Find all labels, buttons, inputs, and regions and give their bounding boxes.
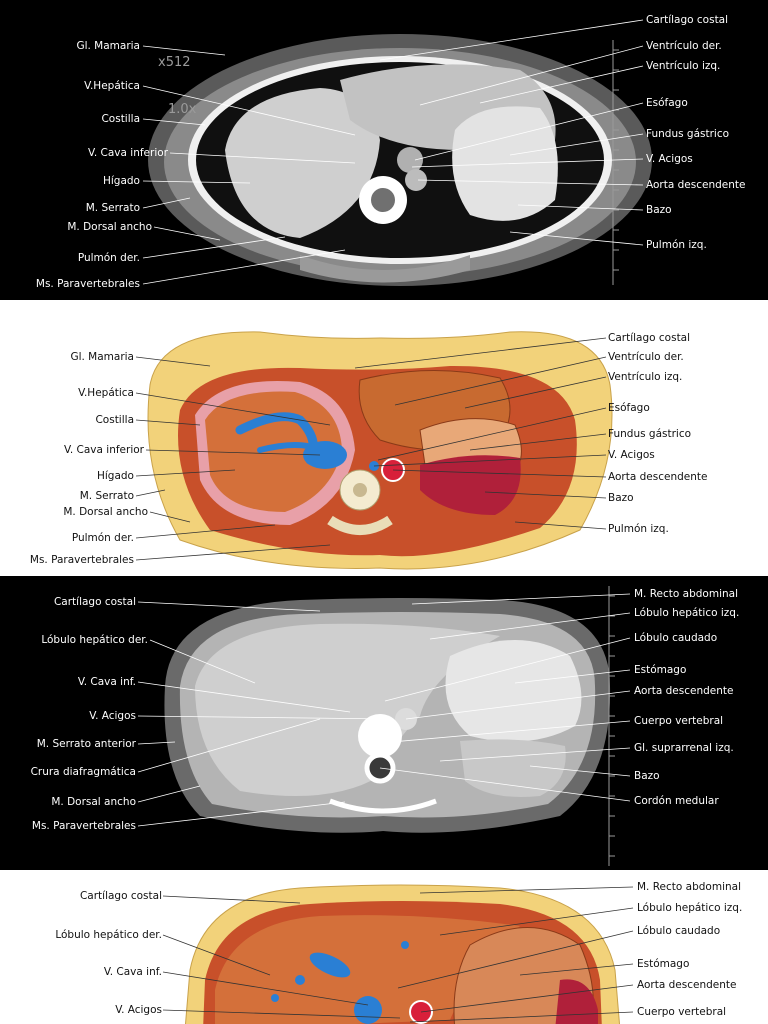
label-v-acigos: V. Acigos	[646, 153, 693, 165]
label-lobulo-hepatico-der: Lóbulo hepático der.	[55, 929, 162, 941]
zoom-readout: x512	[158, 55, 191, 70]
label-pulmon-izq: Pulmón izq.	[608, 523, 669, 535]
label-ventriculo-izq: Ventrículo izq.	[608, 371, 683, 383]
illustration-panel-upper: Gl. Mamaria V.Hepática Costilla V. Cava …	[0, 300, 768, 576]
label-m-serrato-anterior: M. Serrato anterior	[36, 738, 136, 750]
label-crura-diafragmatica: Crura diafragmática	[30, 766, 136, 778]
label-lobulo-caudado: Lóbulo caudado	[634, 632, 718, 644]
ct-panel-upper: x512 1.0x Gl. Mamaria V.Hepática Costill…	[0, 0, 768, 300]
label-aorta-descendente: Aorta descendente	[637, 979, 737, 991]
label-aorta-descendente: Aorta descendente	[634, 685, 734, 697]
label-gl-suprarrenal-izq: Gl. suprarrenal izq.	[634, 742, 734, 754]
label-costilla: Costilla	[101, 113, 140, 125]
label-m-recto-abdominal: M. Recto abdominal	[637, 881, 742, 893]
label-cartilago-costal: Cartílago costal	[79, 890, 162, 902]
label-m-dorsal-ancho: M. Dorsal ancho	[67, 221, 152, 233]
label-estomago: Estómago	[634, 664, 687, 676]
label-cuerpo-vertebral: Cuerpo vertebral	[634, 715, 724, 727]
label-bazo: Bazo	[646, 204, 672, 216]
scale-readout: 1.0x	[168, 102, 197, 117]
label-aorta-descendente: Aorta descendente	[646, 179, 746, 191]
label-lobulo-caudado: Lóbulo caudado	[637, 925, 721, 937]
label-lobulo-hepatico-izq: Lóbulo hepático izq.	[637, 902, 743, 914]
label-higado: Hígado	[96, 470, 134, 482]
label-gl-mamaria: Gl. Mamaria	[76, 40, 140, 52]
label-cartilago-costal: Cartílago costal	[646, 14, 729, 26]
label-ms-paravertebrales: Ms. Paravertebrales	[31, 820, 136, 832]
label-cartilago-costal: Cartílago costal	[53, 596, 136, 608]
illustration-panel-lower: Cartílago costal Lóbulo hepático der. V.…	[0, 870, 768, 1024]
label-estomago: Estómago	[637, 958, 690, 970]
label-ms-paravertebrales: Ms. Paravertebrales	[35, 278, 140, 290]
label-pulmon-izq: Pulmón izq.	[646, 239, 707, 251]
label-esofago: Esófago	[646, 97, 688, 109]
label-esofago: Esófago	[608, 402, 650, 414]
anatomy-illustration-lower	[162, 884, 634, 1024]
label-pulmon-der: Pulmón der.	[77, 252, 140, 264]
label-m-serrato: M. Serrato	[79, 490, 134, 502]
label-fundus-gastrico: Fundus gástrico	[646, 128, 730, 140]
label-costilla: Costilla	[95, 414, 134, 426]
label-higado: Hígado	[102, 175, 140, 187]
ct-panel-lower: Cartílago costal Lóbulo hepático der. V.…	[0, 576, 768, 870]
label-bazo: Bazo	[608, 492, 634, 504]
label-m-dorsal-ancho: M. Dorsal ancho	[51, 796, 136, 808]
ct-image-lower	[137, 586, 631, 866]
label-cordon-medular: Cordón medular	[634, 795, 719, 807]
label-ventriculo-izq: Ventrículo izq.	[646, 60, 721, 72]
label-v-hepatica: V.Hepática	[78, 387, 134, 399]
label-m-recto-abdominal: M. Recto abdominal	[634, 588, 739, 600]
label-fundus-gastrico: Fundus gástrico	[608, 428, 692, 440]
label-cuerpo-vertebral: Cuerpo vertebral	[637, 1006, 727, 1018]
label-lobulo-hepatico-der: Lóbulo hepático der.	[41, 634, 148, 646]
label-ventriculo-der: Ventrículo der.	[608, 351, 684, 363]
label-v-cava-inferior: V. Cava inferior	[88, 147, 168, 159]
label-pulmon-der: Pulmón der.	[71, 532, 134, 544]
label-v-cava-inf: V. Cava inf.	[103, 966, 162, 978]
label-lobulo-hepatico-izq: Lóbulo hepático izq.	[634, 607, 740, 619]
label-ventriculo-der: Ventrículo der.	[646, 40, 722, 52]
label-m-dorsal-ancho: M. Dorsal ancho	[63, 506, 148, 518]
label-v-acigos: V. Acigos	[608, 449, 655, 461]
label-v-acigos: V. Acigos	[89, 710, 136, 722]
label-bazo: Bazo	[634, 770, 660, 782]
label-cartilago-costal: Cartílago costal	[608, 332, 691, 344]
label-m-serrato: M. Serrato	[85, 202, 140, 214]
label-aorta-descendente: Aorta descendente	[608, 471, 708, 483]
label-v-hepatica: V.Hepática	[84, 80, 140, 92]
anatomy-illustration-upper	[135, 331, 613, 570]
label-v-cava-inf: V. Cava inf.	[77, 676, 136, 688]
label-v-acigos: V. Acigos	[115, 1004, 162, 1016]
label-ms-paravertebrales: Ms. Paravertebrales	[29, 554, 134, 566]
label-gl-mamaria: Gl. Mamaria	[70, 351, 134, 363]
label-v-cava-inferior: V. Cava inferior	[64, 444, 144, 456]
ct-image-upper	[142, 19, 652, 286]
